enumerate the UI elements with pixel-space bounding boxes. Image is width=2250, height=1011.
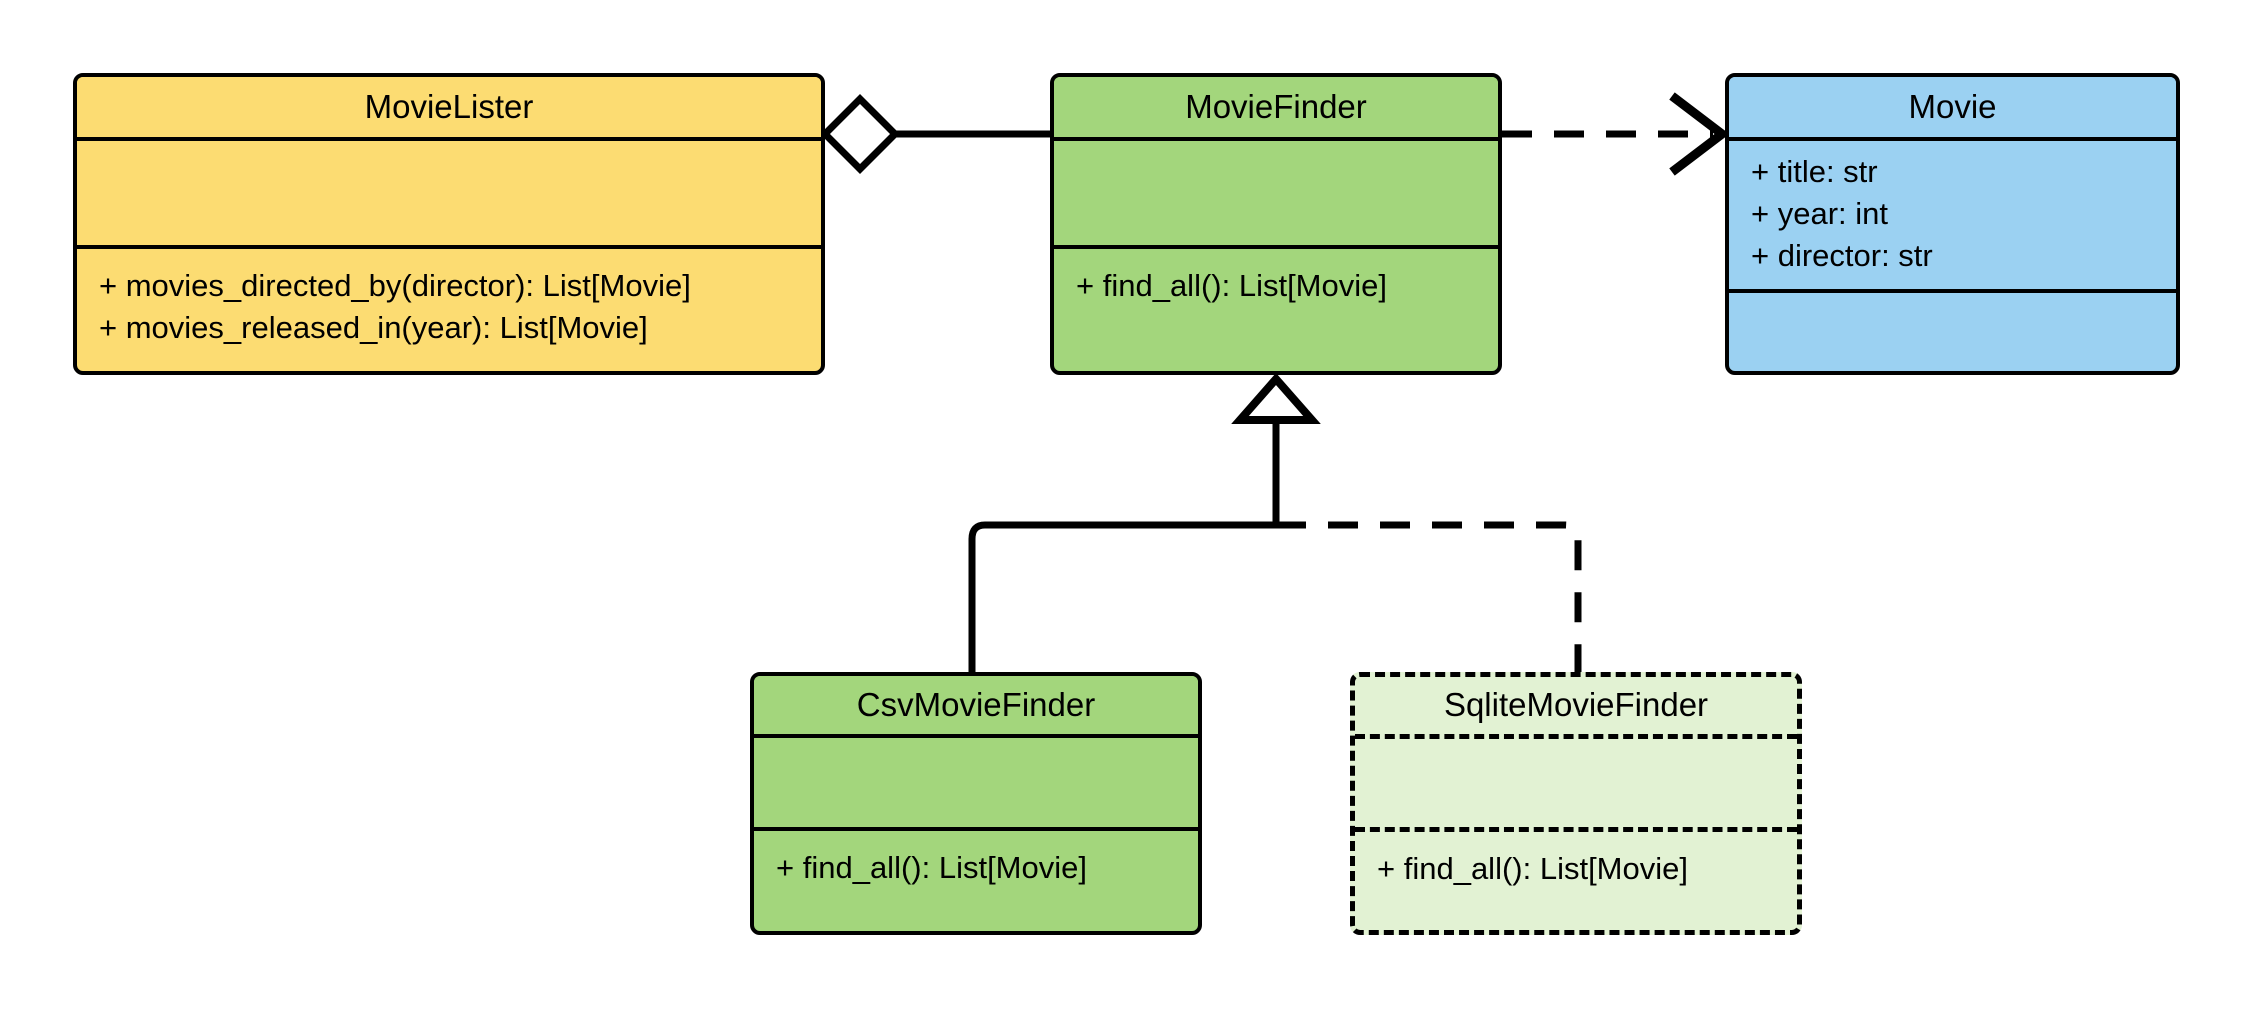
- class-methods-compartment: + movies_directed_by(director): List[Mov…: [77, 249, 821, 349]
- class-name-movie: Movie: [1908, 87, 1997, 125]
- aggregation-edge-lister-finder[interactable]: [820, 94, 1050, 174]
- class-box-csv-movie-finder[interactable]: CsvMovieFinder + find_all(): List[Movie]: [750, 672, 1202, 935]
- generalization-trunk[interactable]: [1231, 372, 1321, 525]
- class-method: + find_all(): List[Movie]: [1377, 851, 1688, 886]
- class-name-movie-finder: MovieFinder: [1185, 87, 1367, 125]
- realization-edge-sqlite[interactable]: [1276, 521, 1582, 672]
- hollow-triangle-marker: [1231, 372, 1321, 424]
- class-title-compartment: MovieFinder: [1054, 77, 1498, 141]
- class-attributes-compartment: + title: str + year: int + director: str: [1729, 141, 2176, 293]
- class-name-movie-lister: MovieLister: [364, 87, 534, 125]
- class-attribute: + title: str: [1751, 154, 1878, 189]
- open-arrow-marker: [1669, 92, 1730, 176]
- class-name-csv-movie-finder: CsvMovieFinder: [856, 685, 1096, 723]
- class-methods-compartment: + find_all(): List[Movie]: [754, 831, 1198, 889]
- class-attributes-compartment: [754, 738, 1198, 831]
- hollow-diamond-marker: [820, 94, 900, 174]
- dependency-edge-finder-movie[interactable]: [1502, 92, 1730, 176]
- class-box-movie-finder[interactable]: MovieFinder + find_all(): List[Movie]: [1050, 73, 1502, 375]
- class-name-sqlite-movie-finder: SqliteMovieFinder: [1443, 686, 1709, 724]
- class-attributes-compartment: [1054, 141, 1498, 249]
- class-attribute: + director: str: [1751, 237, 1933, 273]
- class-box-movie-lister[interactable]: MovieLister + movies_directed_by(directo…: [73, 73, 825, 375]
- class-title-compartment: MovieLister: [77, 77, 821, 141]
- class-title-compartment: CsvMovieFinder: [754, 676, 1198, 738]
- generalization-branch-csv-line: [968, 521, 1276, 672]
- class-attributes-compartment: [1355, 739, 1797, 832]
- class-title-compartment: SqliteMovieFinder: [1355, 677, 1797, 739]
- realization-branch-sqlite-line: [1276, 521, 1582, 672]
- class-method: + find_all(): List[Movie]: [1076, 268, 1387, 303]
- class-method: + find_all(): List[Movie]: [776, 850, 1087, 885]
- class-attributes-compartment: [77, 141, 821, 249]
- class-attribute: + year: int: [1751, 195, 1888, 231]
- generalization-edge-csv[interactable]: [968, 521, 1276, 672]
- class-title-compartment: Movie: [1729, 77, 2176, 141]
- class-method: + movies_released_in(year): List[Movie]: [99, 309, 648, 345]
- class-method: + movies_directed_by(director): List[Mov…: [99, 268, 691, 303]
- class-methods-compartment: + find_all(): List[Movie]: [1355, 832, 1797, 890]
- class-box-sqlite-movie-finder[interactable]: SqliteMovieFinder + find_all(): List[Mov…: [1350, 672, 1802, 935]
- class-box-movie[interactable]: Movie + title: str + year: int + directo…: [1725, 73, 2180, 375]
- class-methods-compartment: + find_all(): List[Movie]: [1054, 249, 1498, 307]
